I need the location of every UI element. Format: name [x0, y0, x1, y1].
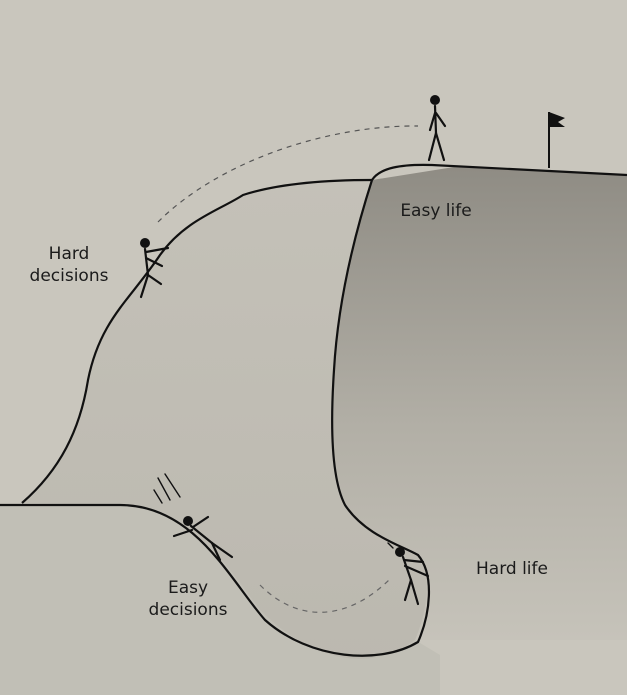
label-hard-decisions: Hard decisions — [22, 243, 116, 287]
right-cliff-fill — [332, 167, 627, 640]
trajectory-dashed-path — [157, 125, 419, 223]
label-hard-decisions-line-2: decisions — [29, 266, 109, 286]
label-easy-decisions-line-1: Easy — [167, 578, 209, 598]
label-easy-life: Easy life — [400, 201, 472, 221]
label-easy-decisions: Easy decisions — [138, 577, 238, 621]
label-easy-decisions-line-2: decisions — [148, 600, 228, 620]
stick-figure-walking-icon — [427, 95, 447, 162]
stick-figure-stuck-icon — [387, 542, 430, 606]
stick-figure-sliding-icon — [153, 473, 234, 562]
left-hill-fill — [22, 180, 427, 659]
hill-outline — [21, 178, 373, 504]
flag-icon — [548, 112, 565, 168]
stick-figure-climbing-icon — [139, 238, 170, 299]
plateau-outline — [371, 163, 627, 181]
label-hard-decisions-line-1: Hard — [48, 244, 90, 264]
label-hard-life: Hard life — [476, 559, 548, 579]
lower-ground-fill — [0, 505, 440, 695]
valley-dashed-path — [259, 576, 393, 613]
